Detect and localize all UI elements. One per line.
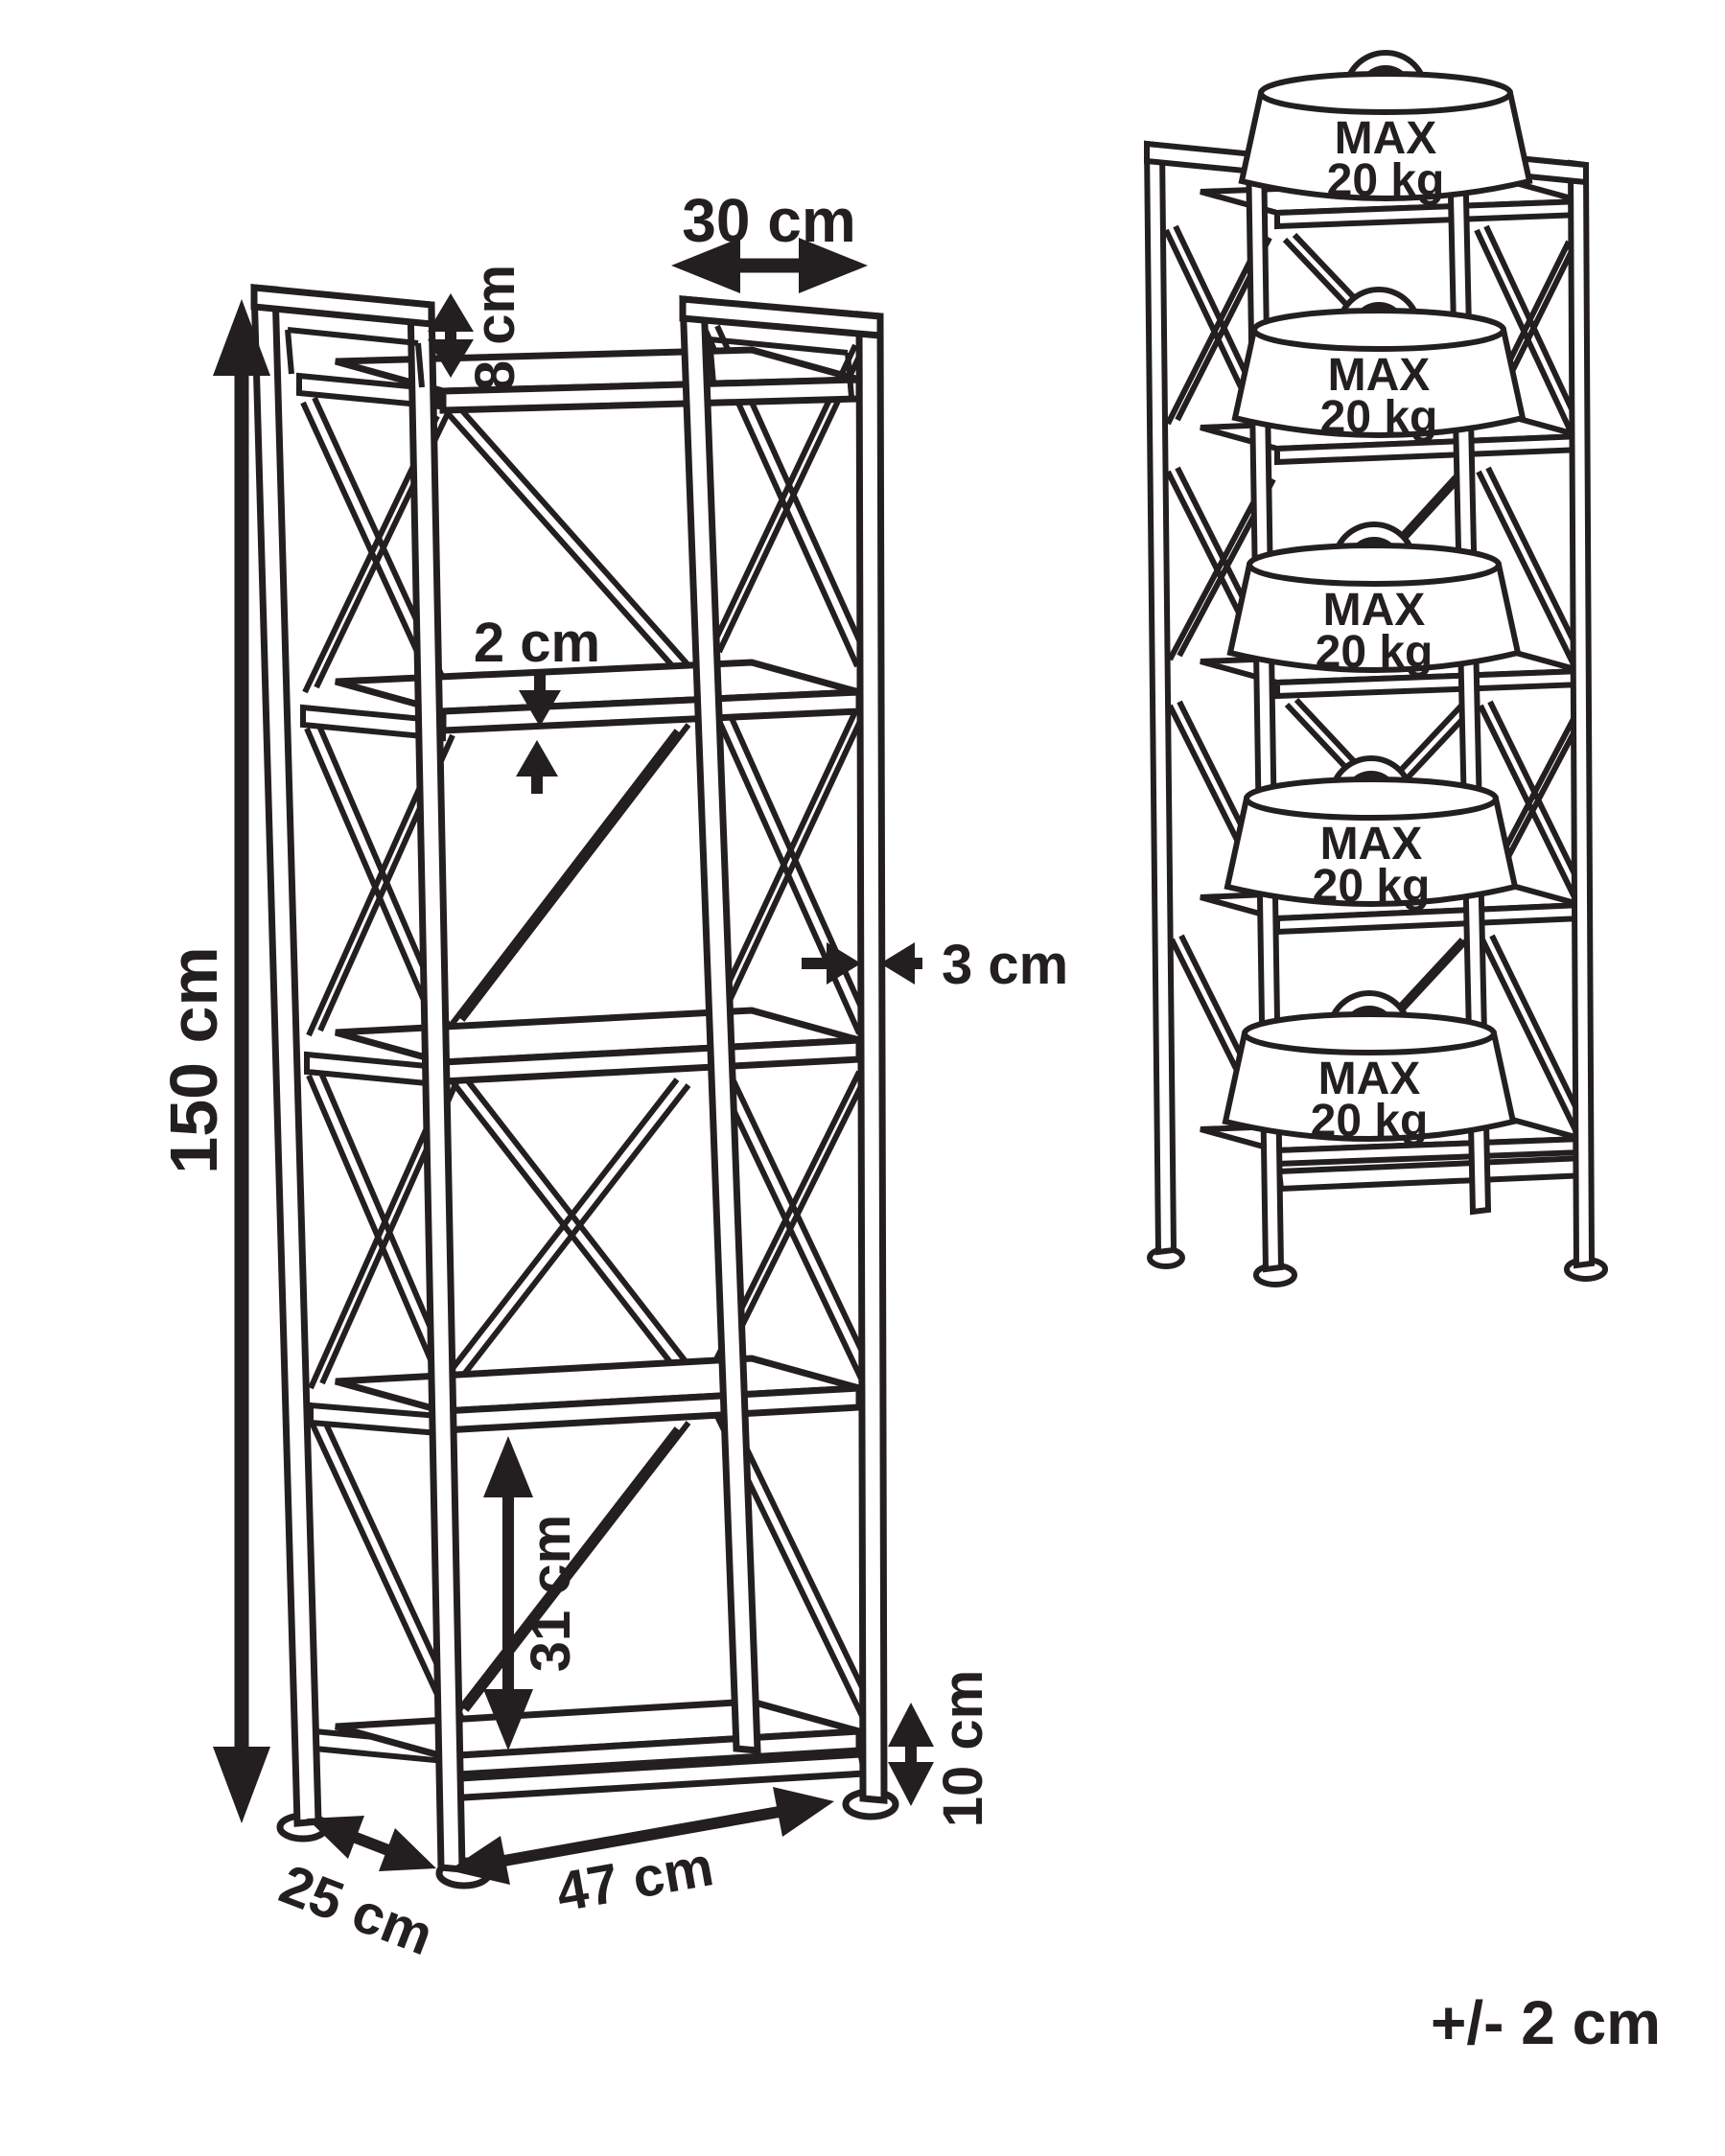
weight-2: MAX 20 kg [1231, 287, 1527, 443]
weight-4: MAX 20 kg [1224, 755, 1519, 912]
weight-1: MAX 20 kg [1238, 50, 1533, 206]
tolerance-note: +/- 2 cm [1431, 1988, 1661, 2057]
right-unit-drawing: MAX 20 kg MAX 20 kg MAX 20 kg [1143, 50, 1608, 1287]
weight-2-max: MAX [1328, 350, 1431, 401]
weight-1-max: MAX [1335, 113, 1437, 164]
dim-top-offset: 8 cm [428, 265, 526, 391]
dim-shelf-thickness: 2 cm [474, 612, 600, 794]
dim-frame-thickness: 3 cm [802, 934, 1068, 996]
post-front-right [855, 311, 888, 1804]
right-unit-post-front-right [1567, 159, 1596, 1269]
dim-width: 47 cm [449, 1787, 834, 1924]
weight-2-value: 20 kg [1320, 392, 1438, 443]
weight-5: MAX 20 kg [1222, 990, 1517, 1147]
shelf-5 [335, 1698, 870, 1802]
weight-3: MAX 20 kg [1226, 522, 1522, 678]
weight-3-value: 20 kg [1316, 627, 1434, 678]
label-shelf-thickness: 2 cm [474, 612, 600, 674]
left-panel-braces [296, 372, 465, 1766]
weight-1-value: 20 kg [1327, 155, 1445, 206]
label-top-offset: 8 cm [464, 265, 526, 391]
dim-total-height: 150 cm [156, 299, 270, 1823]
label-top-width: 30 cm [682, 186, 855, 255]
label-depth: 25 cm [271, 1853, 441, 1968]
weight-5-value: 20 kg [1311, 1096, 1429, 1147]
max-load-weights: MAX 20 kg MAX 20 kg MAX 20 kg [1222, 50, 1533, 1147]
weight-5-max: MAX [1318, 1054, 1421, 1104]
top-bar-right-frame [679, 295, 884, 339]
label-frame-thickness: 3 cm [942, 934, 1068, 996]
weight-3-max: MAX [1323, 585, 1426, 636]
dim-top-width: 30 cm [671, 186, 868, 293]
dim-foot-clearance: 10 cm [888, 1670, 994, 1827]
label-total-height: 150 cm [156, 946, 231, 1173]
weight-4-max: MAX [1320, 819, 1423, 869]
label-foot-clearance: 10 cm [932, 1670, 994, 1827]
label-lower-section: 31 cm [520, 1515, 582, 1672]
right-unit-post-back-left [1143, 140, 1177, 1256]
weight-4-value: 20 kg [1313, 861, 1431, 912]
top-bar-left-frame [250, 284, 435, 328]
dim-lower-section: 31 cm [483, 1436, 582, 1750]
